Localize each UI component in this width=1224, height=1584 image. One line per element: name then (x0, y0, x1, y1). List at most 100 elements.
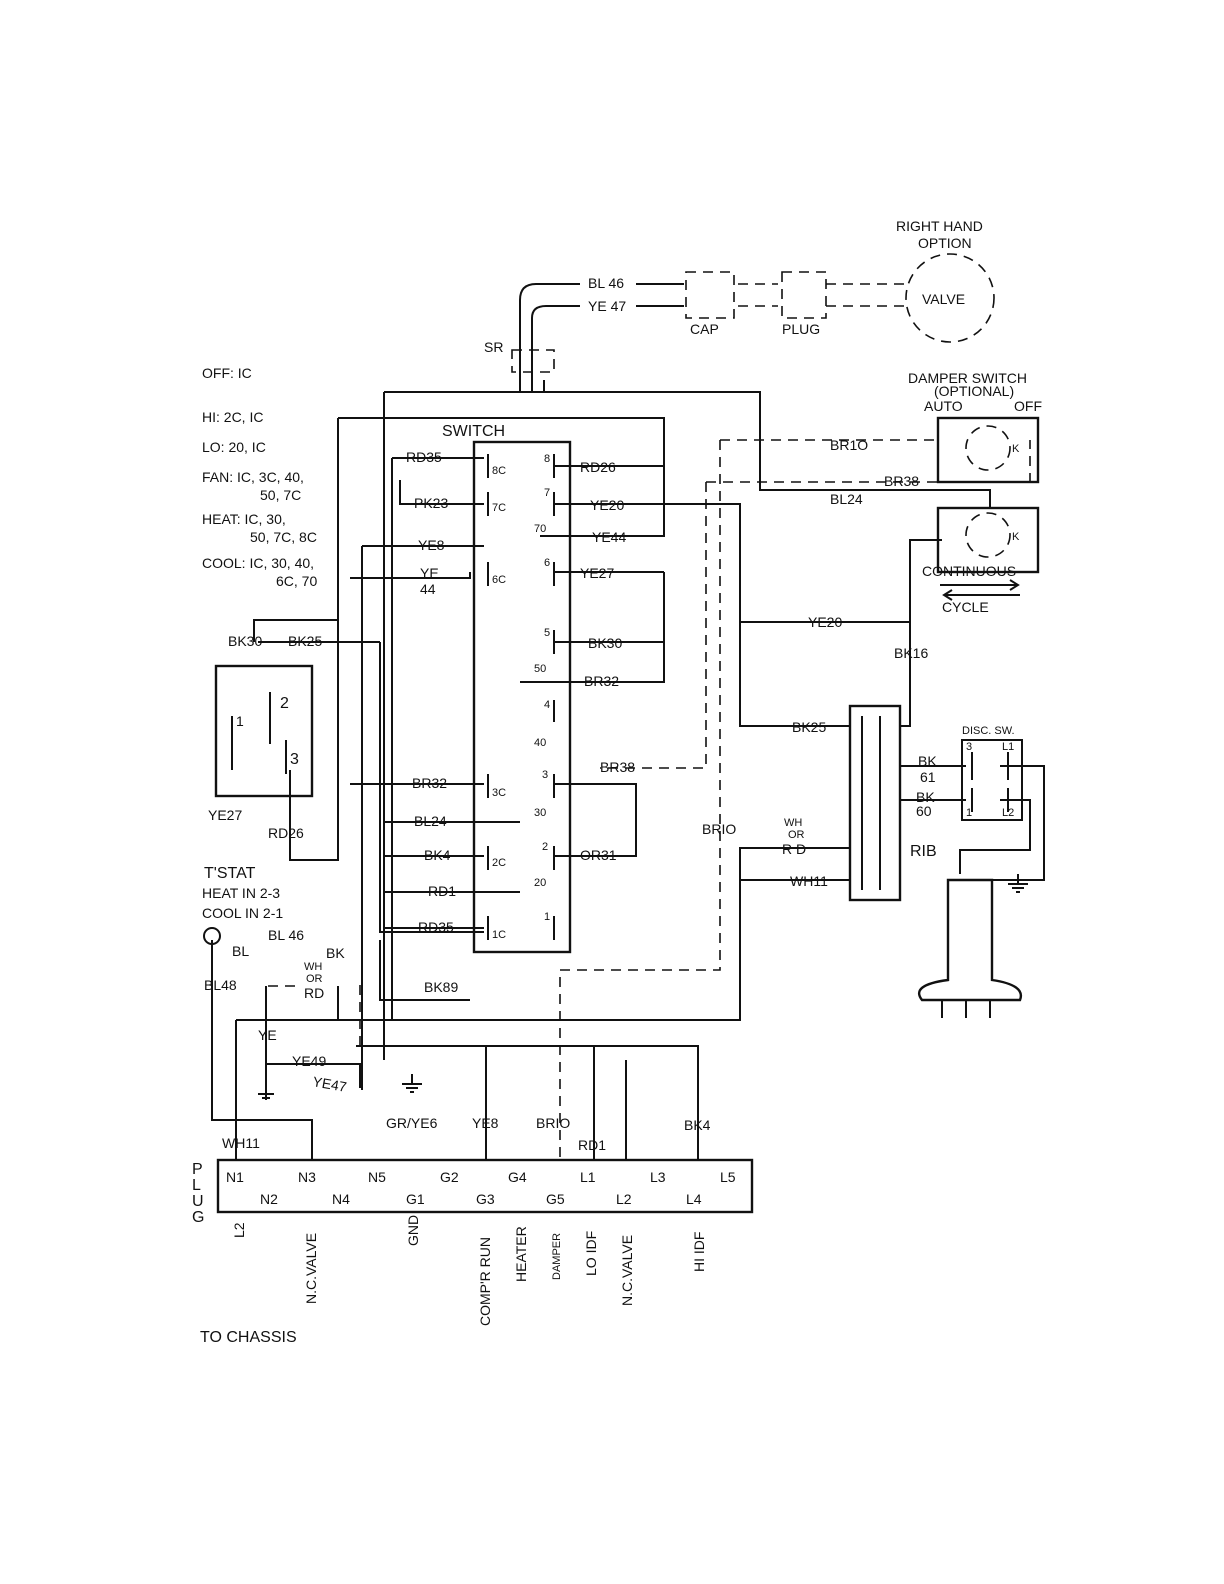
wire-ye47-low: YE47 (311, 1073, 348, 1095)
func-nc-valve-1: N.C.VALVE (303, 1233, 319, 1304)
valve-symbol (905, 253, 995, 343)
tstat-cool: COOL IN 2-1 (202, 905, 283, 921)
valve-title-1: RIGHT HAND (896, 218, 983, 234)
wire-labels: RD35 PK23 YE8 YE 44 RD26 YE20 YE44 YE27 … (204, 437, 937, 1153)
wire-br32-left: BR32 (412, 775, 447, 791)
contact-2c: 2C (492, 857, 506, 869)
wire-gr-ye6: GR/YE6 (386, 1115, 438, 1131)
func-l2: L2 (231, 1222, 247, 1238)
plug-letter-p: P (192, 1161, 203, 1178)
pin-n1: N1 (226, 1169, 244, 1185)
wire-or: OR (788, 829, 805, 841)
wire-rd1-low: RD1 (578, 1137, 606, 1153)
wire-rd26-left: RD26 (268, 825, 304, 841)
plug-label: PLUG (782, 321, 820, 337)
mode-legend: OFF: IC HI: 2C, IC LO: 20, IC FAN: IC, 3… (202, 365, 317, 589)
tstat-title: T'STAT (204, 865, 256, 882)
func-lo-idf: LO IDF (583, 1231, 599, 1276)
wire-bk61-b: 61 (920, 769, 936, 785)
power-plug (917, 878, 1023, 1002)
disc-pin-1: 1 (966, 807, 972, 819)
wire-or-low: OR (306, 973, 323, 985)
wire-ye20: YE20 (590, 497, 624, 513)
contact-7: 7 (544, 487, 550, 499)
contact-6: 6 (544, 557, 550, 569)
pin-l4: L4 (686, 1191, 702, 1207)
mode-fan-2: 50, 7C (260, 487, 301, 503)
pin-l5: L5 (720, 1169, 736, 1185)
wire-rib: RIB (910, 843, 937, 860)
wire-br10-mid: BRIO (702, 821, 736, 837)
plug-letter-l: L (192, 1177, 201, 1194)
wire-rd35: RD35 (406, 449, 442, 465)
wire-ye: YE (258, 1027, 277, 1043)
mode-heat-2: 50, 7C, 8C (250, 529, 317, 545)
wire-rd1: RD1 (428, 883, 456, 899)
wire-ye44-a: YE (420, 565, 439, 581)
damper-auto: AUTO (924, 398, 963, 414)
chassis-plug-block (216, 1158, 754, 1214)
wire-bk60-a: BK (916, 789, 935, 805)
mode-hi: HI: 2C, IC (202, 409, 263, 425)
disc-pin-l2: L2 (1002, 807, 1014, 819)
func-compr-run: COMP'R RUN (477, 1237, 493, 1326)
contact-30: 30 (534, 807, 546, 819)
damper-off: OFF (1014, 398, 1042, 414)
footer-to-chassis: TO CHASSIS (200, 1329, 297, 1346)
wire-ye44-c: YE44 (592, 529, 626, 545)
wire-ye8: YE8 (418, 537, 445, 553)
pin-n4: N4 (332, 1191, 350, 1207)
contact-3c: 3C (492, 787, 506, 799)
wire-bl48: BL48 (204, 977, 237, 993)
wire-bl: BL (232, 943, 249, 959)
mode-fan-1: FAN: IC, 3C, 40, (202, 469, 304, 485)
wire-rd35-low: RD35 (418, 919, 454, 935)
switch-labels: SWITCH 8C 7C 6C 3C 2C 1C 8 7 70 6 5 50 4… (442, 423, 550, 941)
contact-70: 70 (534, 523, 546, 535)
wire-bk30-left: BK30 (228, 633, 262, 649)
valve-labels: RIGHT HAND OPTION VALVE CAP PLUG SR BL 4… (484, 218, 983, 355)
wire-ye44-b: 44 (420, 581, 436, 597)
thermostat-terminal (203, 927, 221, 945)
wire-rd: R D (782, 841, 806, 857)
wire-bk4-low: BK4 (684, 1117, 711, 1133)
wire-pk23: PK23 (414, 495, 448, 511)
components (203, 253, 1040, 1214)
wire-br38-right: BR38 (884, 473, 919, 489)
func-hi-idf: HI IDF (691, 1232, 707, 1272)
thermostat-labels: T'STAT HEAT IN 2-3 COOL IN 2-1 1 2 3 (202, 695, 299, 921)
pin-n2: N2 (260, 1191, 278, 1207)
tstat-pin-1: 1 (236, 713, 244, 729)
damper-switch-bottom (936, 506, 1040, 574)
valve-label: VALVE (922, 291, 965, 307)
contact-4: 4 (544, 699, 550, 711)
cap-label: CAP (690, 321, 719, 337)
damper-k-2: K (1012, 531, 1020, 543)
wire-bk89: BK89 (424, 979, 458, 995)
wire-ye49: YE49 (292, 1053, 326, 1069)
pin-g3: G3 (476, 1191, 495, 1207)
disconnect-labels: DISC. SW. 3 L1 1 L2 (962, 725, 1015, 819)
wire-rd26: RD26 (580, 459, 616, 475)
wire-bk16: BK16 (894, 645, 928, 661)
pin-n3: N3 (298, 1169, 316, 1185)
wire-ye8-low: YE8 (472, 1115, 499, 1131)
contact-50: 50 (534, 663, 546, 675)
thermostat-switch-body (214, 664, 314, 798)
func-nc-valve-2: N.C.VALVE (619, 1235, 635, 1306)
contact-8c: 8C (492, 465, 506, 477)
contact-3: 3 (542, 769, 548, 781)
contact-1c: 1C (492, 929, 506, 941)
disc-title: DISC. SW. (962, 725, 1015, 737)
wire-bk61-a: BK (918, 753, 937, 769)
plug-labels: P L U G N1 N3 N5 G2 G4 L1 L3 L5 N2 N4 G1… (192, 1161, 736, 1326)
contact-20: 20 (534, 877, 546, 889)
mode-cool-1: COOL: IC, 30, 40, (202, 555, 314, 571)
disc-pin-l1: L1 (1002, 741, 1014, 753)
wire-ye47: YE 47 (588, 298, 626, 314)
pin-g5: G5 (546, 1191, 565, 1207)
terminal-block (848, 704, 902, 902)
damper-title-2: (OPTIONAL) (934, 383, 1014, 399)
